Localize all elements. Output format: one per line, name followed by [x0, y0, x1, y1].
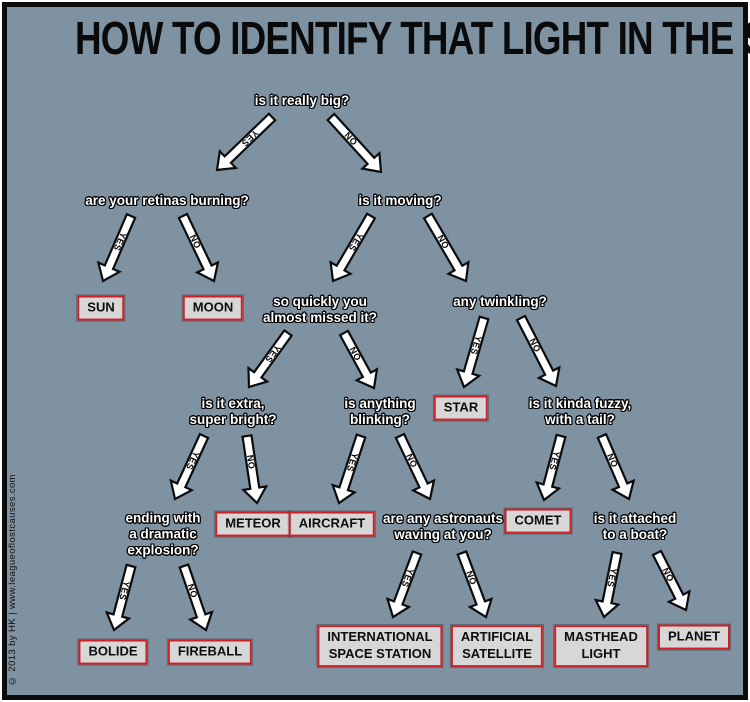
arrow-yes-boat-to-masthead: YES: [593, 550, 623, 619]
arrow-no-moving-to-twinkling: NO: [422, 212, 470, 283]
question-retinas: are your retinas burning?: [85, 192, 249, 208]
arrow-yes-twinkling-to-star: YES: [455, 315, 490, 389]
answer-planet: PLANET: [658, 624, 730, 650]
arrow-shape: [330, 433, 367, 505]
arrow-no-astronauts-to-satellite: NO: [456, 550, 494, 619]
arrow-yes-really_big-to-retinas: YES: [215, 112, 277, 172]
answer-moon: MOON: [182, 295, 244, 321]
answer-masthead: MASTHEAD LIGHT: [554, 625, 648, 667]
arrow-shape: [96, 212, 137, 283]
answer-star: STAR: [433, 395, 489, 421]
question-blinking: is anything blinking?: [344, 395, 416, 427]
arrow-shape: [385, 550, 423, 619]
arrow-shape: [593, 550, 623, 619]
arrow-yes-explosion-to-bolide: YES: [104, 563, 137, 632]
arrow-shape: [177, 212, 220, 283]
question-moving: is it moving?: [358, 192, 442, 208]
question-really-big: is it really big?: [254, 92, 350, 108]
answer-sun: SUN: [77, 295, 125, 321]
arrow-no-really_big-to-moving: NO: [326, 112, 383, 174]
arrow-yes-moving-to-quickly: YES: [329, 212, 377, 283]
answer-aircraft: AIRCRAFT: [288, 511, 376, 537]
arrow-no-retinas-to-moon: NO: [177, 212, 220, 283]
arrow-shape: [169, 432, 210, 501]
arrow-shape: [247, 328, 294, 389]
arrow-no-boat-to-planet: NO: [651, 549, 691, 612]
arrow-shape: [394, 432, 436, 501]
question-explosion: ending with a dramatic explosion?: [125, 510, 201, 559]
arrow-shape: [534, 433, 567, 502]
question-fuzzy: is it kinda fuzzy, with a tail?: [528, 395, 632, 427]
arrow-no-blinking-to-astronauts: NO: [394, 432, 436, 501]
arrow-shape: [104, 563, 137, 632]
arrow-label: NO: [245, 454, 257, 470]
arrow-shape: [241, 434, 269, 505]
arrow-shape: [178, 563, 214, 632]
arrow-shape: [455, 315, 490, 389]
answer-fireball: FIREBALL: [167, 639, 253, 665]
arrow-shape: [338, 329, 379, 390]
arrow-no-quickly-to-blinking: NO: [338, 329, 379, 390]
arrow-label: NO: [464, 569, 478, 586]
page-title: HOW TO IDENTIFY THAT LIGHT IN THE SKY: [75, 12, 750, 64]
arrow-shape: [326, 112, 383, 174]
answer-satellite: ARTIFICIAL SATELLITE: [450, 625, 544, 667]
arrow-no-fuzzy-to-boat: NO: [596, 432, 636, 501]
arrow-shape: [651, 549, 691, 612]
arrow-shape: [456, 550, 494, 619]
arrow-yes-astronauts-to-iss: YES: [385, 550, 423, 619]
arrow-label: YES: [547, 450, 562, 471]
credit-text: © 2013 by HK | www.leagueoflostcauses.co…: [7, 473, 18, 686]
arrow-yes-fuzzy-to-comet: YES: [534, 433, 567, 502]
arrow-shape: [329, 212, 377, 283]
answer-comet: COMET: [504, 508, 572, 534]
question-super-bright: is it extra, super bright?: [189, 395, 277, 427]
question-astronauts: are any astronauts waving at you?: [382, 510, 504, 542]
question-boat: is it attached to a boat?: [593, 510, 677, 542]
arrow-shape: [422, 212, 470, 283]
arrow-no-explosion-to-fireball: NO: [178, 563, 214, 632]
arrow-shape: [515, 314, 561, 388]
answer-meteor: METEOR: [215, 511, 291, 537]
arrow-no-super_bright-to-meteor: NO: [241, 434, 269, 505]
question-quickly: so quickly you almost missed it?: [262, 293, 378, 325]
arrow-yes-super_bright-to-explosion: YES: [169, 432, 210, 501]
arrow-no-twinkling-to-fuzzy: NO: [515, 314, 561, 388]
arrow-label: YES: [117, 580, 132, 601]
arrow-label: NO: [185, 582, 199, 599]
arrow-label: YES: [605, 567, 619, 588]
arrow-yes-blinking-to-aircraft: YES: [330, 433, 367, 505]
arrow-shape: [596, 432, 636, 501]
arrow-yes-retinas-to-sun: YES: [96, 212, 137, 283]
answer-iss: INTERNATIONAL SPACE STATION: [317, 625, 443, 667]
arrow-yes-quickly-to-super_bright: YES: [247, 328, 294, 389]
answer-bolide: BOLIDE: [78, 639, 148, 665]
question-twinkling: any twinkling?: [453, 293, 547, 309]
arrow-shape: [215, 112, 277, 172]
